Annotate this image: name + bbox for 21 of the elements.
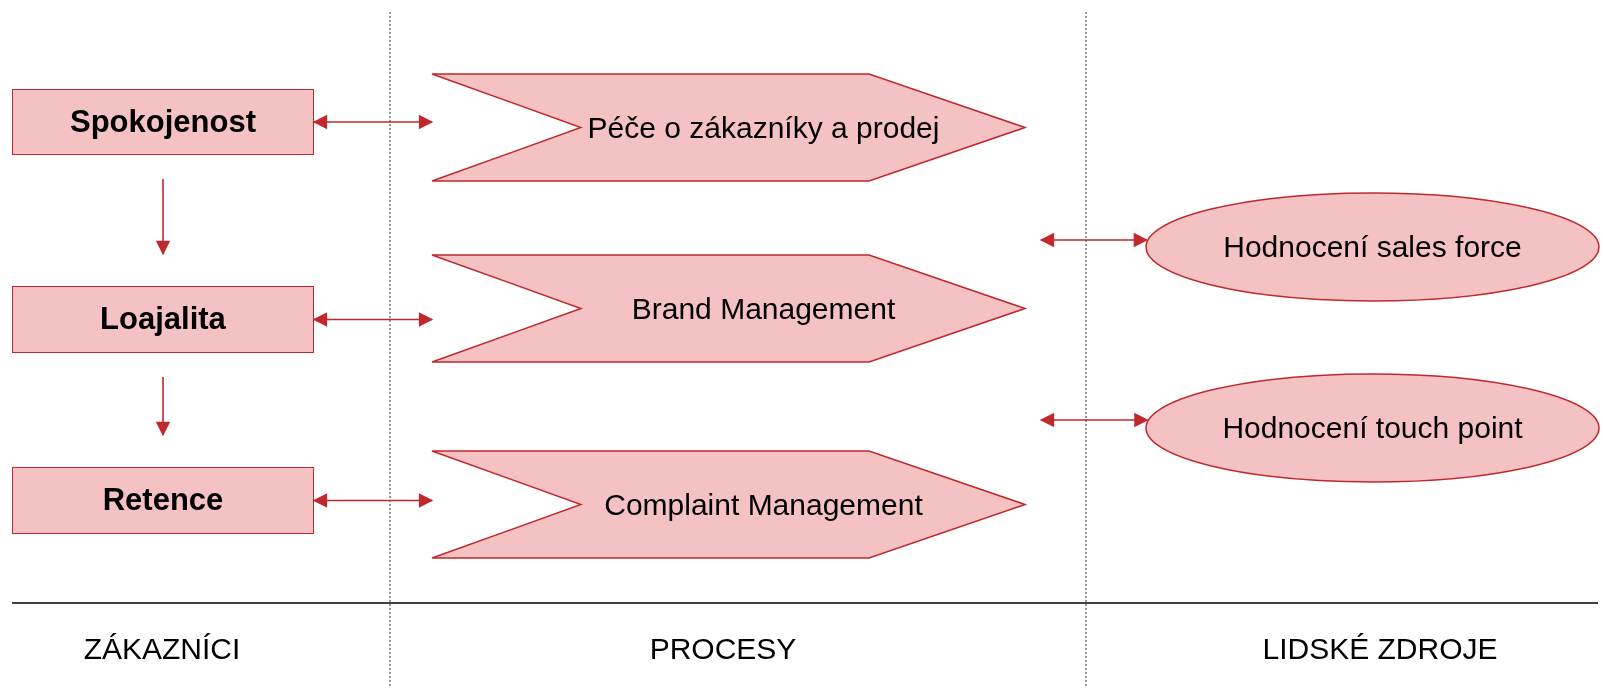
arrow [312, 312, 434, 327]
column-heading: PROCESY [649, 632, 797, 666]
chevron-label: Brand Management [631, 290, 896, 327]
box-label: Spokojenost [70, 102, 256, 141]
chevron-label: Complaint Management [604, 486, 923, 523]
arrow [312, 114, 434, 130]
box-label: Loajalita [100, 300, 226, 339]
ellipse-label: Hodnocení touch point [1222, 410, 1523, 447]
arrow [1039, 232, 1149, 248]
process-box [12, 467, 314, 534]
arrow [312, 493, 434, 508]
process-box [12, 89, 314, 155]
arrow [1039, 412, 1149, 428]
box-label: Retence [102, 481, 224, 520]
process-box [12, 286, 314, 353]
column-heading: ZÁKAZNÍCI [83, 632, 241, 666]
arrow [155, 376, 171, 437]
column-heading: LIDSKÉ ZDROJE [1262, 632, 1498, 666]
arrow [155, 178, 171, 256]
ellipse-label: Hodnocení sales force [1223, 229, 1522, 266]
chevron-label: Péče o zákazníky a prodej [587, 109, 940, 146]
